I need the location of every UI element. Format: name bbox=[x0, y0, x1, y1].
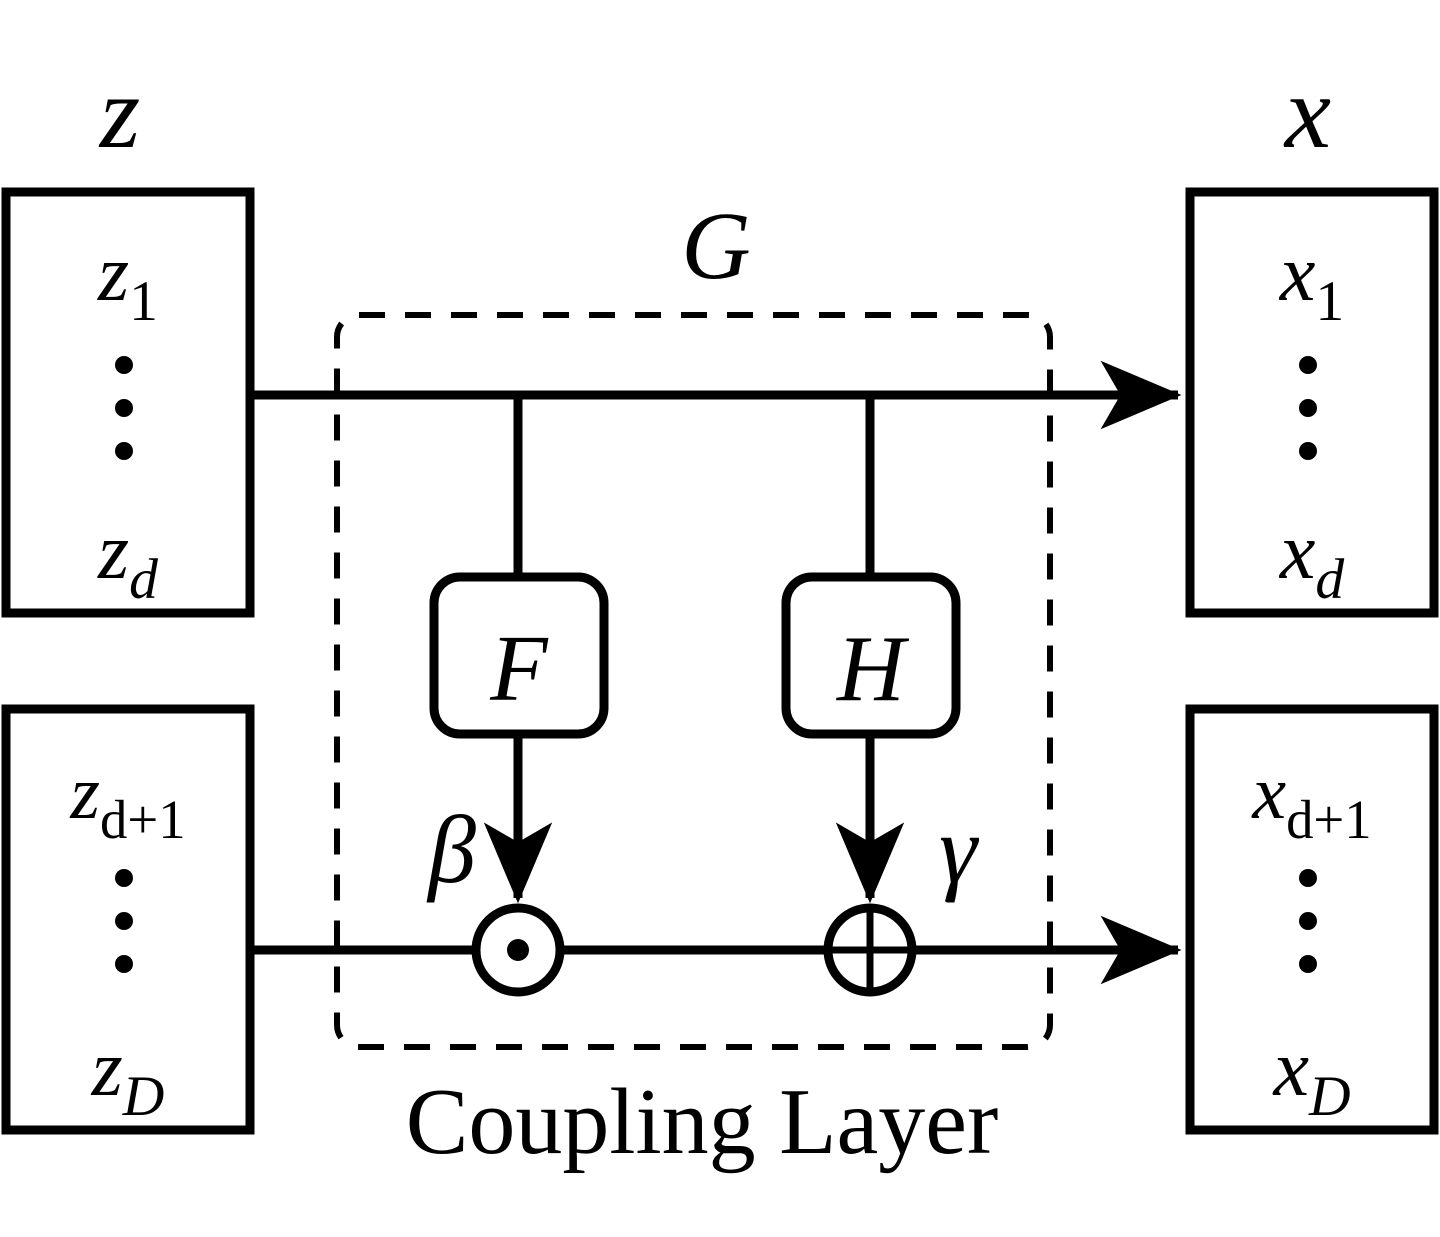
operator-hadamard-product bbox=[471, 903, 565, 997]
input-block-z-upper-ellipsis bbox=[115, 356, 133, 460]
output-block-x-upper: x1 xd bbox=[1185, 187, 1439, 618]
output-entry-x1: x1 bbox=[1279, 230, 1344, 333]
output-block-x-lower: xd+1 xD bbox=[1185, 704, 1439, 1135]
input-entry-zd1: zd+1 bbox=[69, 751, 185, 850]
output-block-x-lower-ellipsis bbox=[1299, 869, 1317, 973]
coupling-layer-boundary bbox=[334, 312, 1053, 1050]
input-block-z-lower-ellipsis bbox=[115, 869, 133, 973]
output-vector-label: x bbox=[1283, 55, 1331, 170]
output-block-x-upper-ellipsis bbox=[1299, 356, 1317, 460]
input-block-z-upper: z1 zd bbox=[1, 187, 255, 618]
transform-label-g: G bbox=[681, 192, 750, 299]
output-entry-xD: xD bbox=[1272, 1025, 1350, 1128]
parameter-label-gamma: γ bbox=[939, 796, 979, 903]
input-entry-zD: zD bbox=[91, 1025, 165, 1128]
parameter-label-beta: β bbox=[426, 796, 476, 903]
operator-hadamard-product-dot bbox=[507, 939, 529, 961]
network-label-f: F bbox=[489, 617, 549, 721]
input-block-z-lower: zd+1 zD bbox=[1, 704, 255, 1135]
operator-elementwise-sum bbox=[823, 903, 917, 997]
network-box-h: H bbox=[781, 572, 961, 739]
input-entry-z1: z1 bbox=[97, 230, 158, 333]
input-entry-zd: zd bbox=[97, 508, 158, 611]
output-entry-xd: xd bbox=[1279, 508, 1345, 611]
output-entry-xd1: xd+1 bbox=[1251, 751, 1371, 850]
figure-caption: Coupling Layer bbox=[406, 1070, 999, 1174]
input-vector-label: z bbox=[98, 55, 140, 170]
network-label-h: H bbox=[835, 617, 910, 721]
network-box-f: F bbox=[429, 572, 609, 739]
